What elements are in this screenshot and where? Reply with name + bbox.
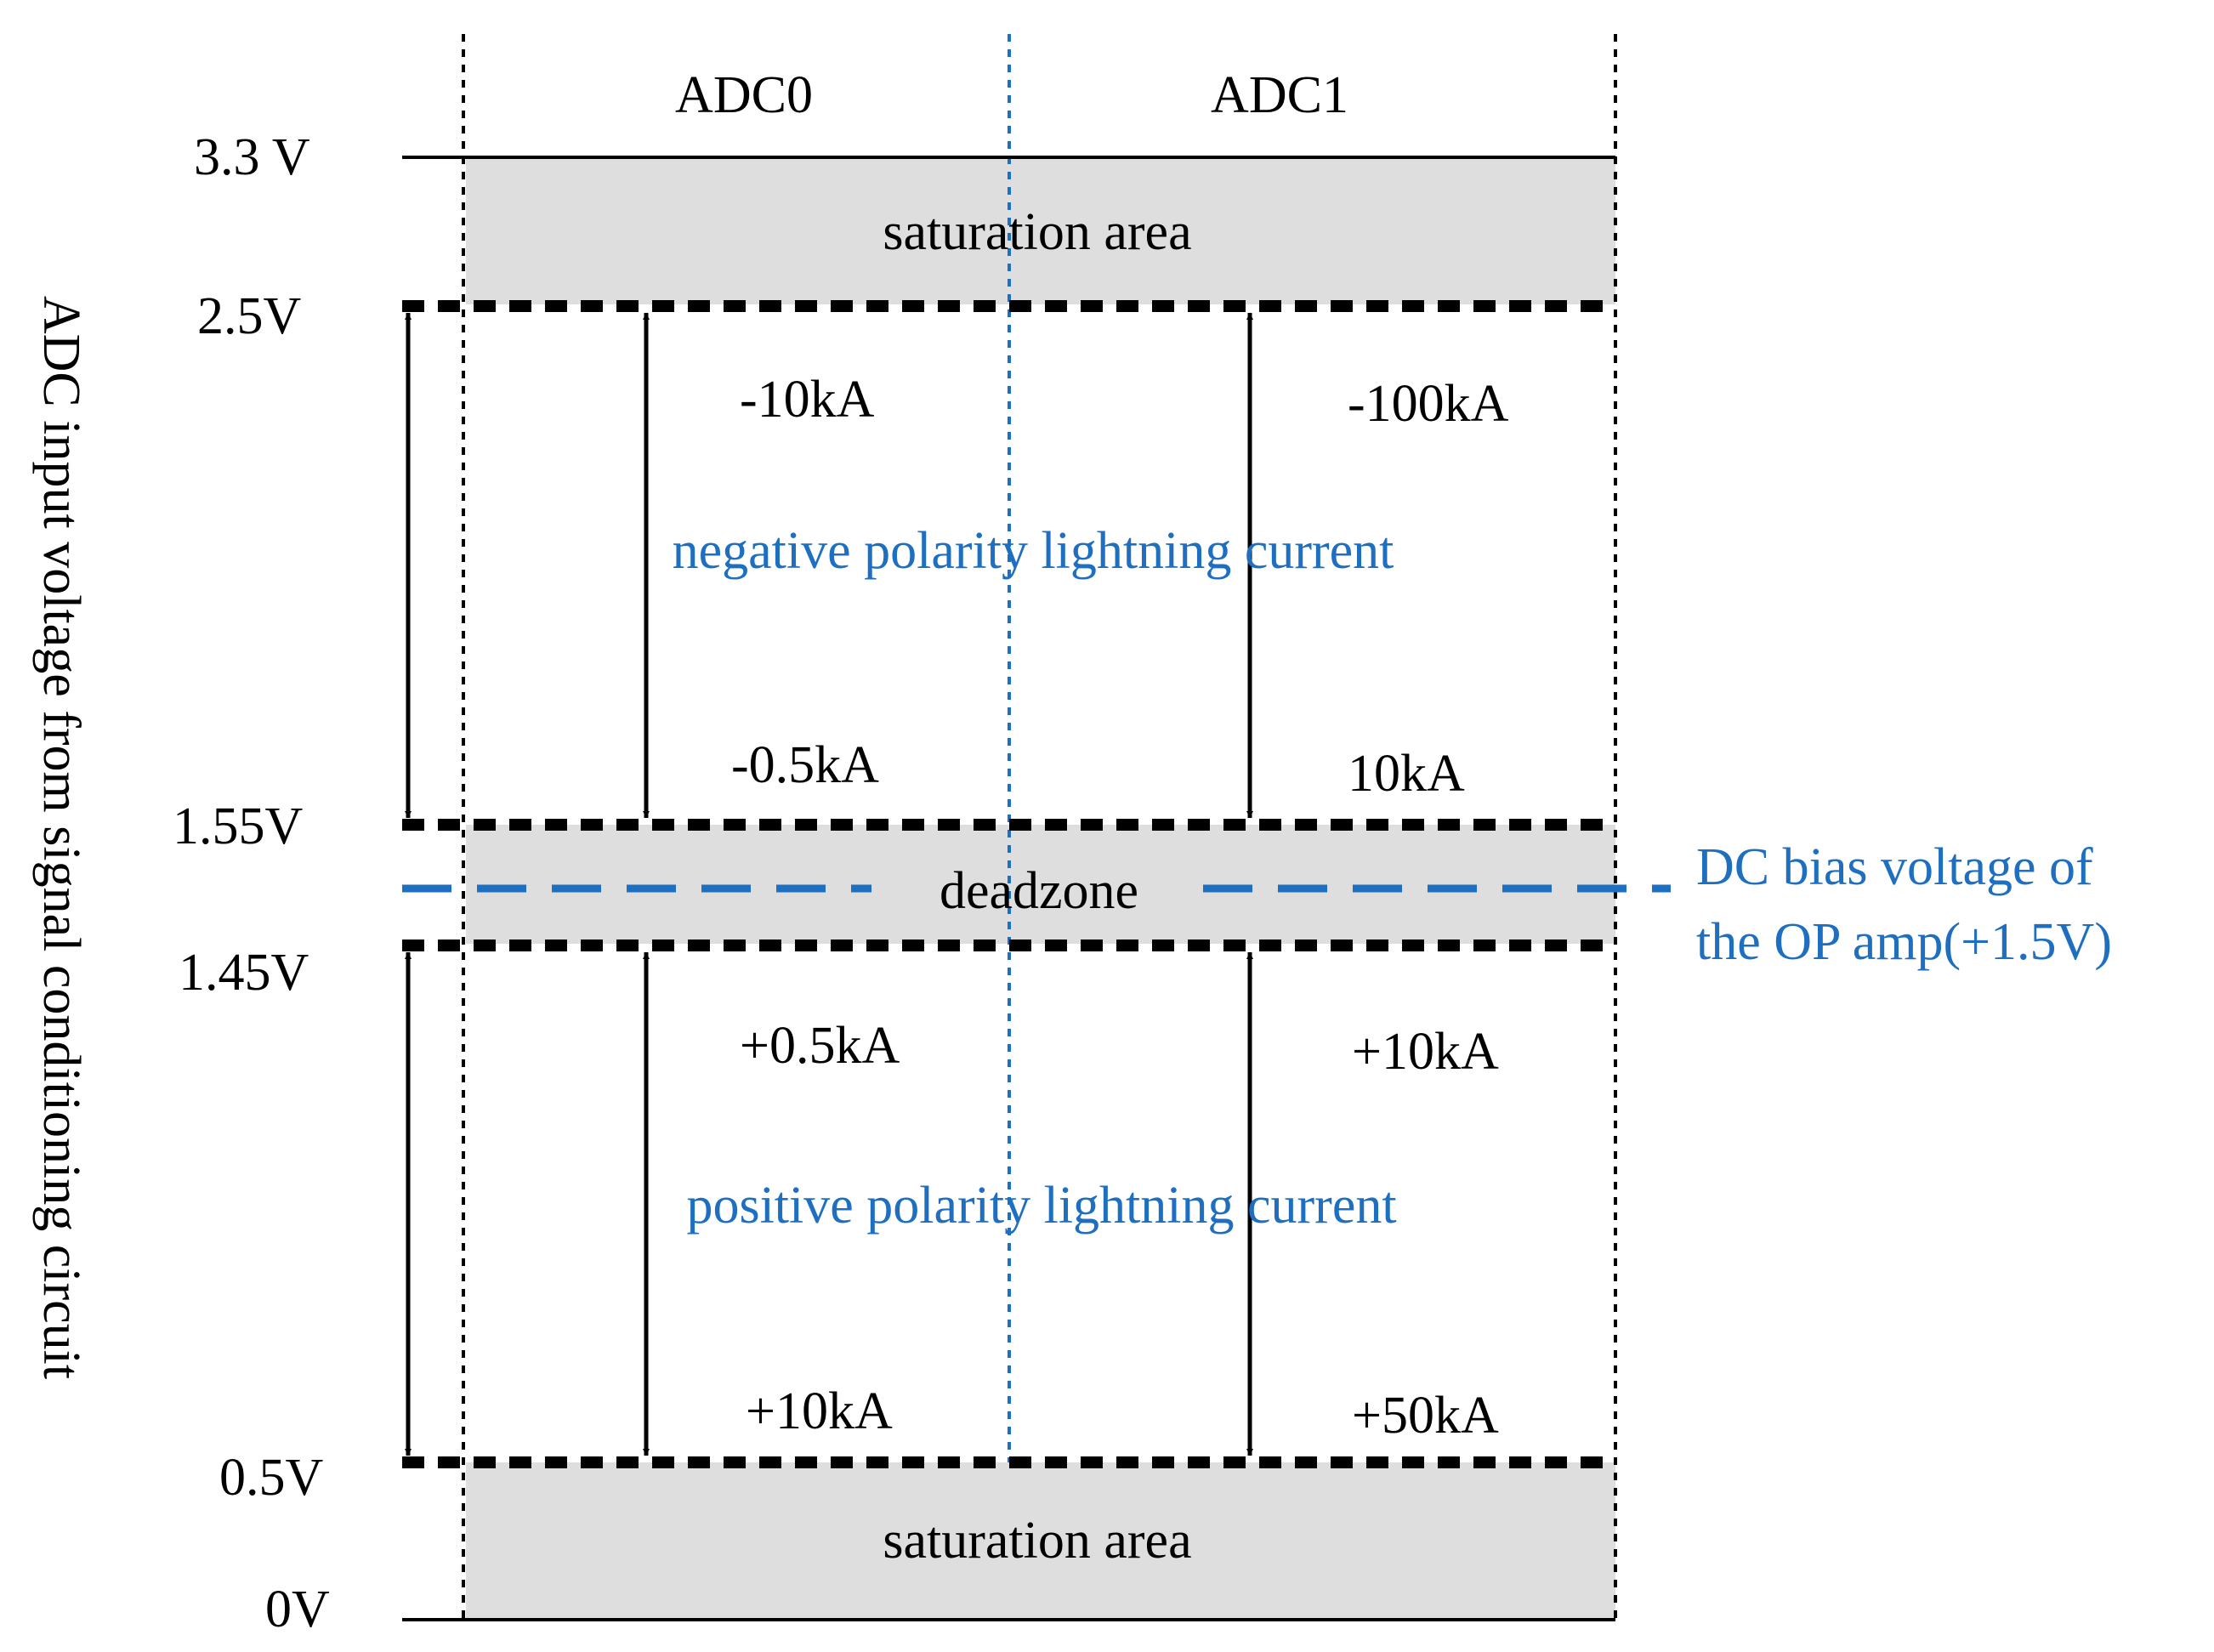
adc0-neg-bottom-label: -0.5kA: [731, 736, 879, 794]
adc1-neg-bottom-label: 10kA: [1348, 745, 1465, 803]
saturation-area-bottom-zone: [466, 1462, 1615, 1620]
adc0-column-label: ADC0: [675, 66, 813, 124]
dc-bias-note-line1: DC bias voltage of: [1696, 838, 2093, 896]
saturation-area-top-label: saturation area: [883, 203, 1191, 261]
range-arrows: [405, 313, 1253, 1456]
saturation-area-bottom-label: saturation area: [883, 1512, 1191, 1570]
voltage-label-0-5v: 0.5V: [219, 1449, 324, 1507]
deadzone-zone: [466, 825, 1615, 944]
adc0-pos-top-label: +0.5kA: [740, 1017, 900, 1075]
voltage-label-0v: 0V: [265, 1581, 330, 1638]
adc0-neg-top-label: -10kA: [740, 371, 875, 429]
voltage-label-1-45v: 1.45V: [179, 944, 309, 1002]
voltage-label-1-55v: 1.55V: [173, 798, 304, 855]
axis-title: ADC input voltage from signal conditioni…: [32, 296, 90, 1379]
adc1-neg-top-label: -100kA: [1348, 375, 1509, 433]
positive-polarity-label: positive polarity lightning current: [686, 1177, 1396, 1235]
negative-polarity-label: negative polarity lightning current: [673, 522, 1394, 580]
dc-bias-note-line2: the OP amp(+1.5V): [1696, 913, 2112, 971]
saturation-area-top-zone: [466, 157, 1615, 304]
deadzone-label: deadzone: [940, 862, 1138, 920]
voltage-label-3-3v: 3.3 V: [194, 128, 310, 186]
voltage-label-2-5v: 2.5V: [197, 287, 302, 345]
adc1-column-label: ADC1: [1211, 66, 1348, 124]
adc1-pos-top-label: +10kA: [1352, 1023, 1499, 1081]
adc0-pos-bottom-label: +10kA: [746, 1382, 893, 1440]
adc1-pos-bottom-label: +50kA: [1352, 1387, 1499, 1445]
